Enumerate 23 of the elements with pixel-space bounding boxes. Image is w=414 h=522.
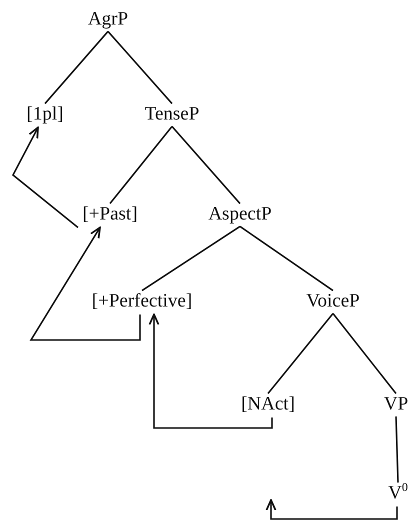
tree-branch — [107, 30, 173, 104]
tree-node-label: [NAct] — [241, 394, 295, 416]
tree-node-label: TenseP — [144, 104, 200, 126]
movement-arrow — [30, 226, 141, 341]
movement-arrow — [266, 499, 398, 520]
tree-node-label: AspectP — [208, 204, 272, 226]
tree-branch — [332, 312, 397, 394]
tree-node-label: VoiceP — [306, 292, 360, 312]
tree-branch — [395, 416, 399, 483]
tree-branch — [109, 126, 173, 204]
tree-branch — [171, 126, 241, 204]
tree-node-label: AgrP — [88, 10, 128, 30]
tree-node-label: [1pl] — [26, 104, 64, 126]
tree-branch — [44, 30, 109, 104]
movement-arrow — [148, 314, 273, 429]
tree-node-label: [+Past] — [82, 204, 138, 226]
tree-branch — [142, 226, 240, 292]
tree-branch — [240, 226, 334, 292]
tree-branch — [267, 312, 334, 394]
tree-node-label: [+Perfective] — [92, 292, 192, 312]
tree-node-label: V$^{0}$ — [388, 484, 408, 504]
tree-node-label: VP — [384, 394, 408, 416]
movement-arrow — [12, 126, 78, 228]
